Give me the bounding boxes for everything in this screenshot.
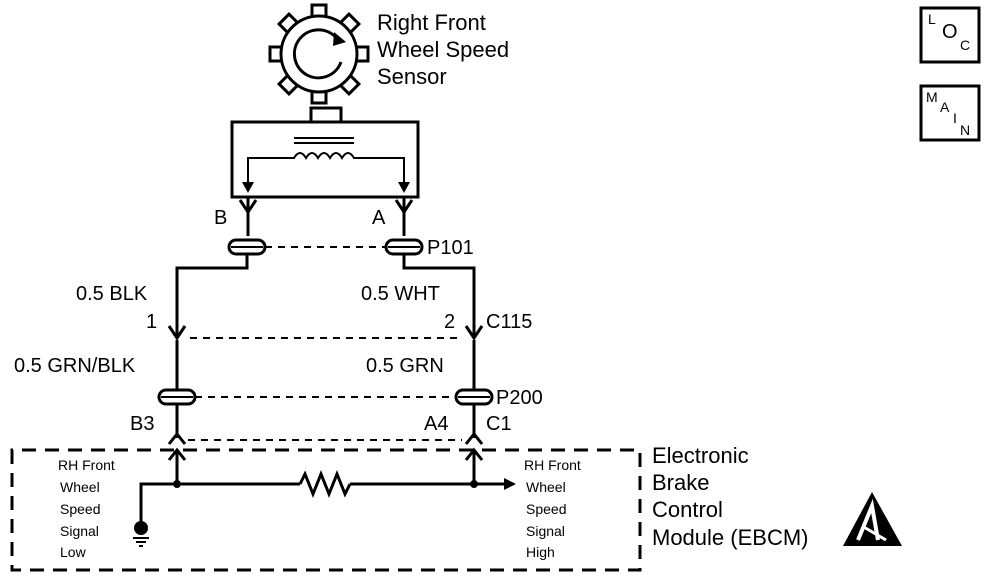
pin-label-c115-2: 2: [444, 311, 455, 333]
signal-high-line2: Wheel: [526, 479, 566, 495]
connector-c115: [167, 325, 484, 341]
ground-icon: [133, 521, 149, 547]
wire-label-left-lower: 0.5 GRN/BLK: [14, 355, 136, 377]
loc-letter-c: C: [960, 37, 970, 53]
main-button[interactable]: M A I N: [919, 84, 981, 142]
sensor-title-line1: Right Front: [377, 10, 486, 35]
signal-low-line4: Signal: [60, 523, 99, 539]
connector-c1: [167, 431, 484, 445]
ebcm-pin-right: [464, 447, 484, 484]
sensor-housing: [230, 120, 420, 199]
signal-low-line3: Speed: [60, 501, 100, 517]
signal-label-low: RH Front Wheel Speed Signal Low: [58, 457, 115, 560]
sensor-terminal-a: [394, 197, 414, 236]
module-name-line1: Electronic: [652, 443, 749, 468]
sensor-title-line2: Wheel Speed: [377, 37, 509, 62]
wire-label-right-upper: 0.5 WHT: [361, 283, 440, 305]
module-name-line3: Control: [652, 497, 723, 522]
wire-label-right-lower: 0.5 GRN: [366, 355, 444, 377]
connector-label-p101: P101: [427, 237, 474, 259]
connector-label-c1: C1: [486, 413, 512, 435]
signal-high-line4: Signal: [526, 523, 565, 539]
sensor-terminal-b: [238, 197, 258, 236]
pin-label-c115-1: 1: [146, 311, 157, 333]
wire-right-upper: [402, 254, 476, 336]
connector-p200: [157, 388, 494, 406]
terminal-label-a: A: [372, 207, 386, 229]
wire-label-left-upper: 0.5 BLK: [76, 283, 148, 305]
main-letter-n: N: [960, 122, 970, 138]
signal-low-line1: RH Front: [58, 457, 115, 473]
ebcm-module-box: [10, 448, 642, 572]
main-letter-a: A: [940, 99, 950, 115]
connector-label-c115: C115: [486, 311, 532, 333]
signal-label-high: RH Front Wheel Speed Signal High: [524, 457, 581, 560]
signal-high-line5: High: [526, 544, 555, 560]
wire-left-upper: [175, 254, 249, 336]
signal-low-line2: Wheel: [60, 479, 100, 495]
loc-letter-o: O: [942, 21, 958, 43]
main-letter-m: M: [926, 89, 938, 105]
signal-high-line3: Speed: [526, 501, 566, 517]
connector-label-p200: P200: [496, 387, 543, 409]
pin-label-c1-a4: A4: [424, 413, 448, 435]
main-letter-i: I: [953, 110, 957, 126]
esd-warning-icon: [843, 492, 902, 546]
resistor-icon: [298, 469, 352, 499]
sensor-title-line3: Sensor: [377, 64, 447, 89]
terminal-label-b: B: [214, 207, 227, 229]
loc-button[interactable]: L O C: [919, 6, 981, 64]
ebcm-pin-left: [167, 447, 187, 484]
signal-high-line1: RH Front: [524, 457, 581, 473]
connector-p101: [227, 238, 424, 256]
pin-label-c1-b3: B3: [130, 413, 154, 435]
module-name-line2: Brake: [652, 470, 709, 495]
loc-letter-l: L: [928, 11, 936, 27]
wheel-speed-sensor-icon: [268, 3, 370, 124]
module-name-line4: Module (EBCM): [652, 525, 808, 550]
ebcm-circuit-left: [139, 482, 300, 524]
signal-low-line5: Low: [60, 544, 87, 560]
